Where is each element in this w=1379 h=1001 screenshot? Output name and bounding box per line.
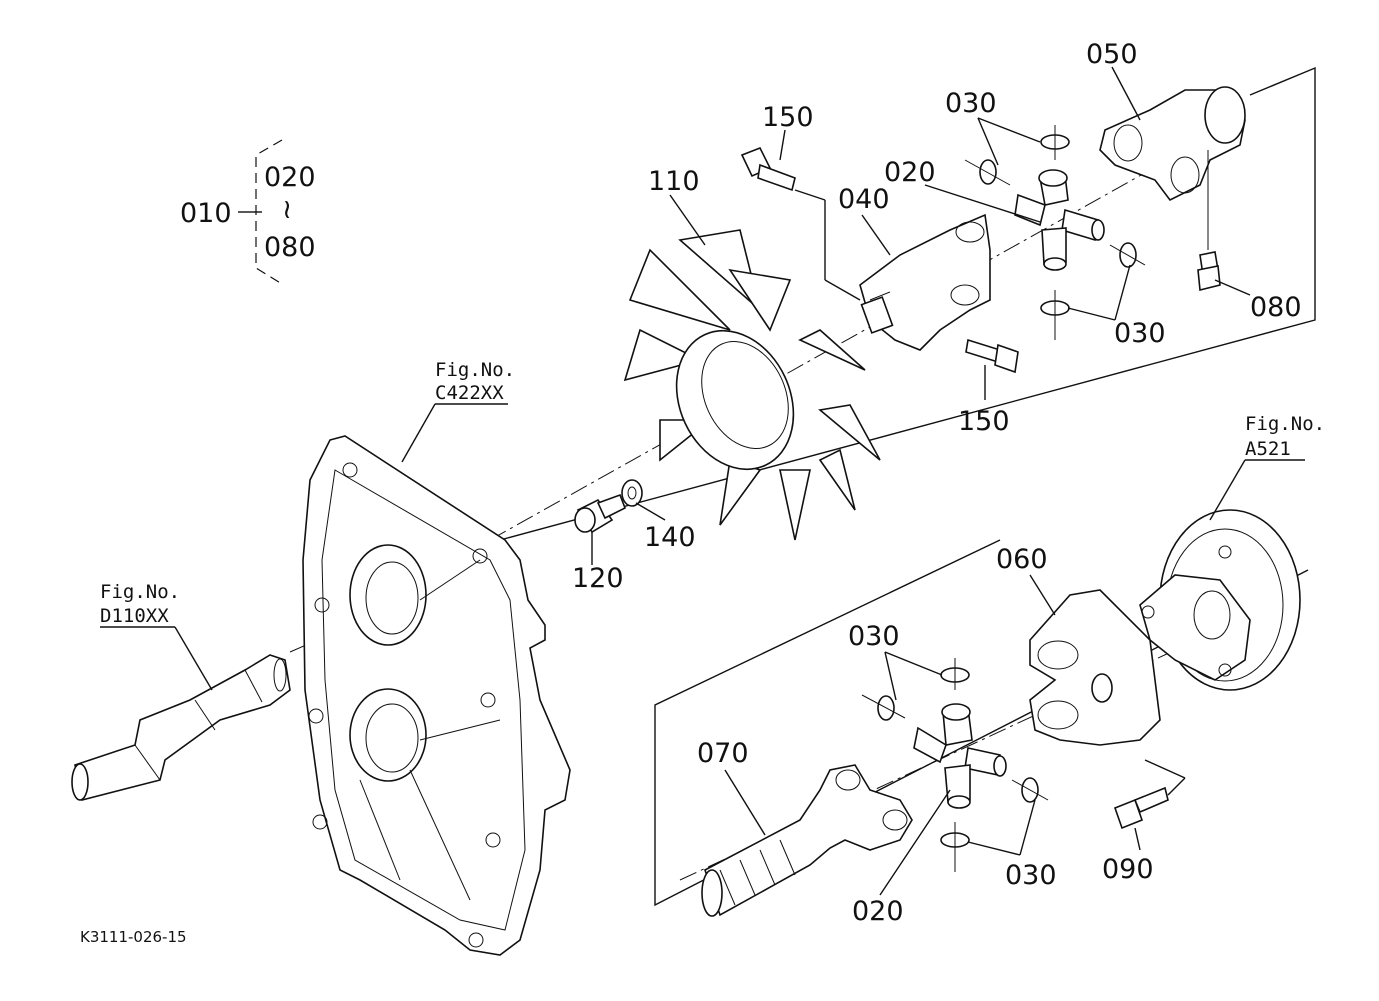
fig-ref-c422xx: Fig.No. C422XX: [435, 359, 515, 404]
part-labels: 050 150 030 110 020 040 080 030 150 140 …: [572, 39, 1302, 927]
fig-ref-label: Fig.No.: [1245, 413, 1325, 435]
part-label-150-bottom: 150: [958, 406, 1010, 437]
gear-case: [302, 435, 571, 956]
part-label-110: 110: [648, 166, 700, 197]
yoke-040: [859, 213, 991, 351]
part-label-030-bottom-right: 030: [1005, 860, 1057, 891]
cross-joint-bottom: [913, 703, 1007, 809]
fig-ref-number: C422XX: [435, 382, 504, 404]
leader-lines: [100, 66, 1305, 896]
diagram-code: K3111-026-15: [80, 928, 187, 946]
group-bracket: 010 020 ≀ 080: [180, 139, 316, 285]
bolt-150-bottom: [965, 338, 1019, 374]
part-label-030-top: 030: [945, 88, 997, 119]
bolt-150-top: [740, 146, 796, 192]
group-range-symbol: ≀: [282, 194, 292, 225]
cross-joint-top: [1014, 169, 1105, 271]
washer-140: [621, 479, 643, 507]
snap-rings-bottom: [861, 658, 1049, 872]
fig-ref-d110xx: Fig.No. D110XX: [100, 581, 180, 627]
part-label-020-bottom: 020: [852, 896, 904, 927]
part-label-080: 080: [1250, 292, 1302, 323]
fig-ref-a521: Fig.No. A521: [1245, 413, 1325, 460]
bolt-090: [1113, 786, 1169, 830]
part-label-020-top: 020: [884, 157, 936, 188]
part-label-060: 060: [996, 544, 1048, 575]
part-label-140: 140: [644, 522, 696, 553]
flange-housing: [1139, 509, 1301, 691]
fig-ref-number: D110XX: [100, 605, 169, 627]
part-label-050: 050: [1086, 39, 1138, 70]
lower-assembly-outline: [654, 539, 1309, 907]
grease-nipple-080: [1197, 150, 1221, 292]
part-label-030-bottom-left: 030: [848, 621, 900, 652]
shaft-070: [701, 764, 913, 917]
fig-ref-label: Fig.No.: [100, 581, 180, 603]
fan: [623, 229, 881, 541]
group-label: 010: [180, 198, 232, 229]
input-shaft: [71, 654, 291, 801]
part-label-040: 040: [838, 184, 890, 215]
bolt-120: [574, 493, 627, 534]
part-label-150-top: 150: [762, 102, 814, 133]
group-range-end: 080: [264, 232, 316, 263]
fig-ref-label: Fig.No.: [435, 359, 515, 381]
part-label-070: 070: [697, 738, 749, 769]
fig-ref-number: A521: [1245, 438, 1291, 460]
part-label-120: 120: [572, 563, 624, 594]
yoke-060: [1029, 589, 1161, 746]
group-range-start: 020: [264, 162, 316, 193]
upper-assembly-outline: [499, 66, 1316, 541]
part-label-030-right: 030: [1114, 318, 1166, 349]
yoke-050: [1099, 86, 1246, 202]
snap-rings-top: [964, 125, 1146, 340]
part-label-090: 090: [1102, 854, 1154, 885]
